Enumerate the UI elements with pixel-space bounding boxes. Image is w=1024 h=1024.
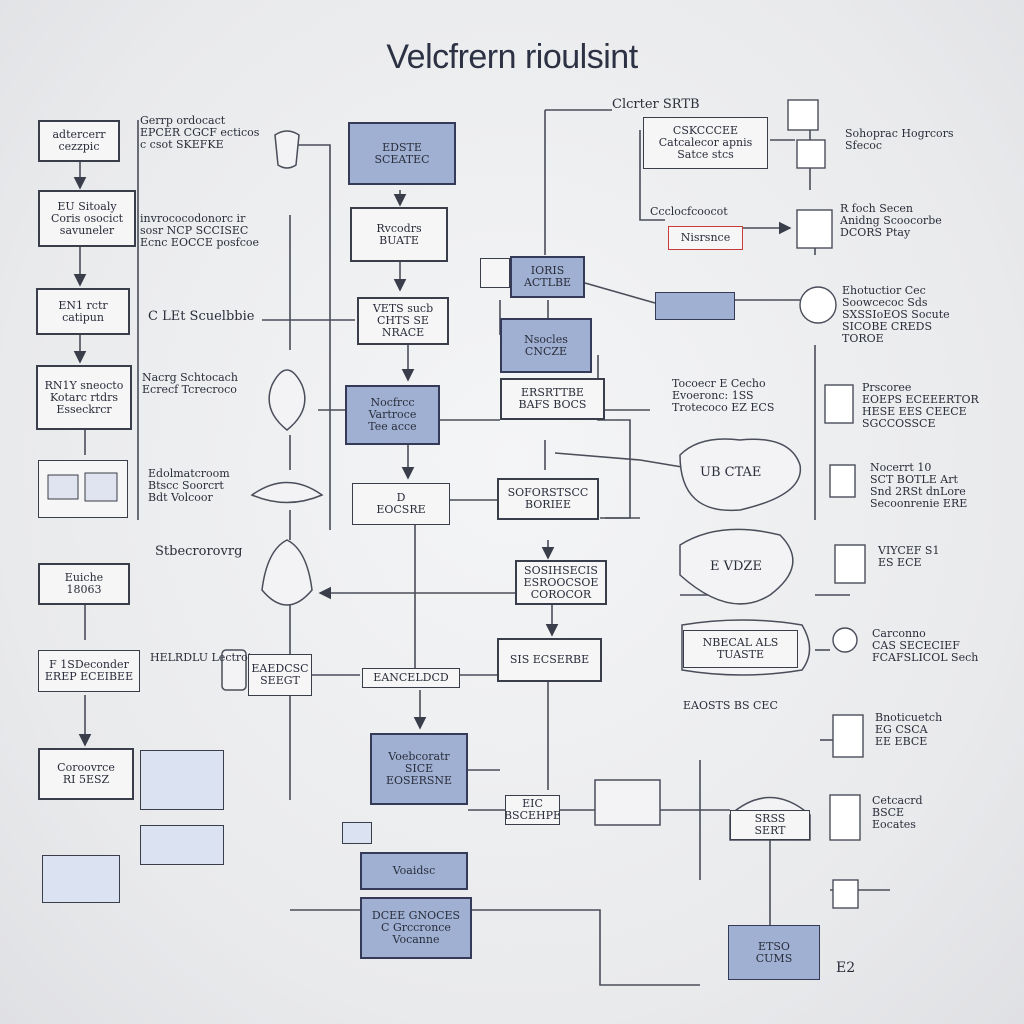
connector: [639, 130, 665, 221]
icon-card: [787, 99, 819, 131]
stacked-card: [140, 825, 224, 865]
mid-node-1: IORIS ACTLBE: [510, 256, 585, 298]
right-note-1: Clcrter SRTB: [612, 97, 700, 112]
left-box-2: EU Sitoaly Coris osocict savuneler: [38, 190, 136, 247]
icon-card: [824, 384, 854, 424]
icon-card: [832, 714, 864, 758]
left-note-5: Edolmatcroom Btscc Soorcrt Bdt Volcoor: [148, 467, 230, 504]
center-node-7: EANCELDCD: [362, 668, 460, 688]
center-node-6: EAEDCSC SEEGT: [248, 654, 312, 696]
icon-card: [829, 464, 856, 498]
left-note-7: HELRDLU Lectrots: [150, 651, 258, 664]
spool-icon: [832, 627, 858, 653]
center-node-11: DCEE GNOCES C Grccronce Vocanne: [360, 897, 472, 959]
drop-shape: [261, 539, 313, 606]
blob-shape: [679, 528, 794, 605]
flask-shape: [268, 369, 306, 431]
center-node-4: Nocfrcc Vartroce Tee acce: [345, 385, 440, 445]
right-note-11: VIYCEF S1 ES ECE: [878, 544, 940, 569]
connector: [544, 109, 612, 255]
center-node-5: D EOCSRE: [352, 483, 450, 525]
right-note-5: Ehotuctior Cec Soowcecoc Sds SXSSIoEOS S…: [842, 284, 950, 345]
right-note-15: Cetcacrd BSCE Eocates: [872, 794, 923, 831]
right-node-2: Nisrsnce: [668, 226, 743, 250]
connector: [584, 282, 656, 304]
icon-card: [832, 879, 859, 909]
right-note-10: E VDZE: [710, 559, 762, 574]
window-box: [594, 779, 661, 826]
window-sketch-icon: [47, 472, 118, 502]
right-note-3: Sohoprac Hogrcors Sfecoc: [845, 127, 954, 152]
stacked-card: [42, 855, 120, 903]
device-box: [221, 649, 247, 691]
mid-node-5: SOSIHSECIS ESROOCSOE COROCOR: [515, 560, 607, 605]
right-note-2: Ccclocfcoocot: [650, 205, 728, 218]
right-note-14: Bnoticuetch EG CSCA EE EBCE: [875, 711, 943, 748]
right-node-3: NBECAL ALS TUASTE: [683, 630, 798, 668]
right-note-9: UB CTAE: [700, 465, 762, 480]
right-node-4: ETSO CUMS: [728, 925, 820, 980]
center-node-8: Voebcoratr SICE EOSERSNE: [370, 733, 468, 805]
center-node-10: Voaidsc: [360, 852, 468, 890]
mid-node-4: SOFORSTSCC BORIEE: [497, 478, 599, 520]
small-card: [480, 258, 510, 288]
right-note-8: Nocerrt 10 SCT BOTLE Art Snd 2RSt dnLore…: [870, 461, 968, 510]
left-box-4: RN1Y sneocto Kotarc rtdrs Esseckrcr: [36, 365, 132, 430]
left-box-6: F 1SDeconder EREP ECEIBEE: [38, 650, 140, 692]
icon-card: [796, 209, 833, 249]
head-icon: [799, 286, 837, 324]
mid-node-2: Nsocles CNCZE: [500, 318, 592, 373]
stacked-card: [140, 750, 224, 810]
left-box-7: Coroovrce RI 5ESZ: [38, 748, 134, 800]
right-note-13: EAOSTS BS CEC: [683, 699, 778, 712]
icon-card: [796, 139, 826, 169]
diagram-title: Velcfrern rioulsint: [386, 38, 638, 76]
left-note-3: C LEt Scuelbbie: [148, 309, 255, 324]
left-note-6: Stbecrorovrg: [155, 544, 243, 559]
icon-card: [834, 544, 866, 584]
right-node-1: CSKCCCEE Catcalecor apnis Satce stcs: [643, 117, 768, 169]
left-box-5: Euiche 18063: [38, 563, 130, 605]
cylinder-shape: [274, 130, 300, 169]
connector: [554, 452, 701, 471]
mid-node-3: ERSRTTBE BAFS BOCS: [500, 378, 605, 420]
right-note-12: Carconno CAS SECECIEF FCAFSLICOL Sech: [872, 627, 979, 664]
corner-mark: E2: [836, 960, 856, 976]
center-node-1: EDSTE SCEATEC: [348, 122, 456, 185]
center-node-9: EIC BSCEHPE: [505, 795, 560, 825]
blob-shape: [679, 438, 802, 512]
mid-node-6: SIS ECSERBE: [497, 638, 602, 682]
right-note-4: R foch Secen Anidng Scoocorbe DCORS Ptay: [840, 202, 942, 239]
right-note-7: Prscoree EOEPS ECEEERTOR HESE EES CEECE …: [862, 381, 979, 430]
left-note-1: Gerrp ordocact EPCER CGCF ecticos c csot…: [140, 114, 260, 151]
cone-shape: [250, 481, 324, 504]
connector: [290, 144, 331, 530]
left-box-1: adtercerr cezzpic: [38, 120, 120, 162]
small-card: [342, 822, 372, 844]
right-device: [655, 292, 735, 320]
left-note-2: invrococodonorc ir sosr NCP SCCISEC Ecnc…: [140, 212, 260, 249]
icon-card: [829, 794, 861, 841]
center-node-2: Rvcodrs BUATE: [350, 207, 448, 262]
left-box-3: EN1 rctr catipun: [36, 288, 130, 335]
connector: [470, 909, 700, 986]
left-note-4: Nacrg Schtocach Ecrecf Tcrecroco: [142, 371, 238, 396]
right-note-6: Tocoecr E Cecho Evoeronc: 1SS Trotecoco …: [672, 377, 775, 414]
left-box-image: [38, 460, 128, 518]
mid-node-7: SRSS SERT: [730, 810, 810, 840]
center-node-3: VETS sucb CHTS SE NRACE: [357, 297, 449, 345]
